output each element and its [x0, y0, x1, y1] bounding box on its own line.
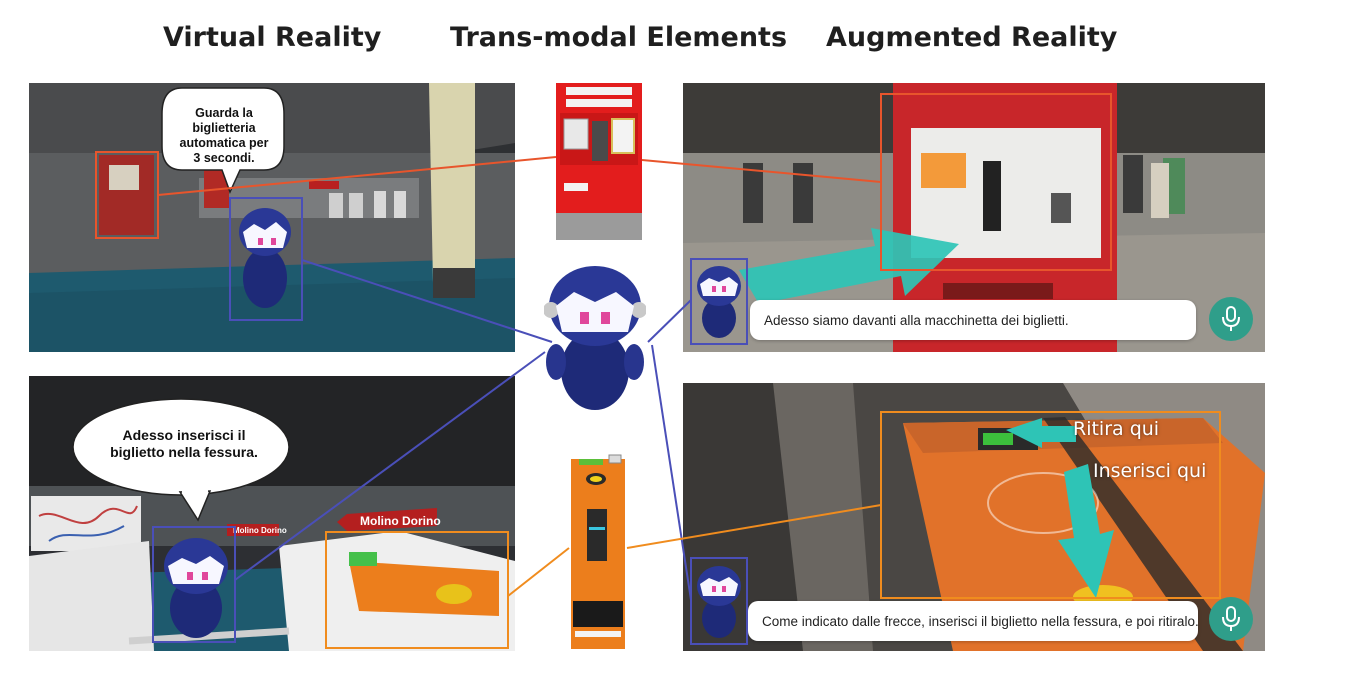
- ar-bottom-mic-button[interactable]: [1209, 597, 1253, 641]
- ar-bottom-arrows: [1006, 418, 1114, 598]
- vr-bottom-bubble-text: Adesso inserisci il biglietto nella fess…: [110, 427, 258, 460]
- ar-top-robot: [697, 266, 741, 338]
- ar-label-insert: Inserisci qui: [1093, 460, 1207, 482]
- ar-label-collect: Ritira qui: [1073, 418, 1160, 440]
- microphone-icon: [1222, 606, 1240, 631]
- validator-gate: [571, 454, 625, 649]
- connector-vr-gate: [507, 547, 570, 597]
- heading-virtual-reality: Virtual Reality: [163, 22, 382, 53]
- ar-bottom-robot: [697, 566, 741, 638]
- microphone-icon: [1222, 306, 1240, 331]
- heading-augmented-reality: Augmented Reality: [826, 22, 1118, 53]
- vr-bottom-robot: [164, 538, 228, 638]
- vr-top-robot: [239, 208, 291, 308]
- vr-sign-small: Molino Dorino: [233, 526, 287, 535]
- ar-top-mic-button[interactable]: [1209, 297, 1253, 341]
- vr-top-bubble-text: Guarda la biglietteria automatica per 3 …: [179, 106, 269, 165]
- ar-top-guide-arrow: [739, 228, 959, 304]
- ar-top-caption: Adesso siamo davanti alla macchinetta de…: [750, 300, 1196, 340]
- vr-sign-large: Molino Dorino: [360, 514, 441, 528]
- ar-bottom-caption: Come indicato dalle frecce, inserisci il…: [748, 601, 1199, 641]
- robot-avatar: [544, 266, 646, 410]
- heading-transmodal-elements: Trans-modal Elements: [450, 22, 788, 53]
- ticket-machine: [556, 83, 642, 240]
